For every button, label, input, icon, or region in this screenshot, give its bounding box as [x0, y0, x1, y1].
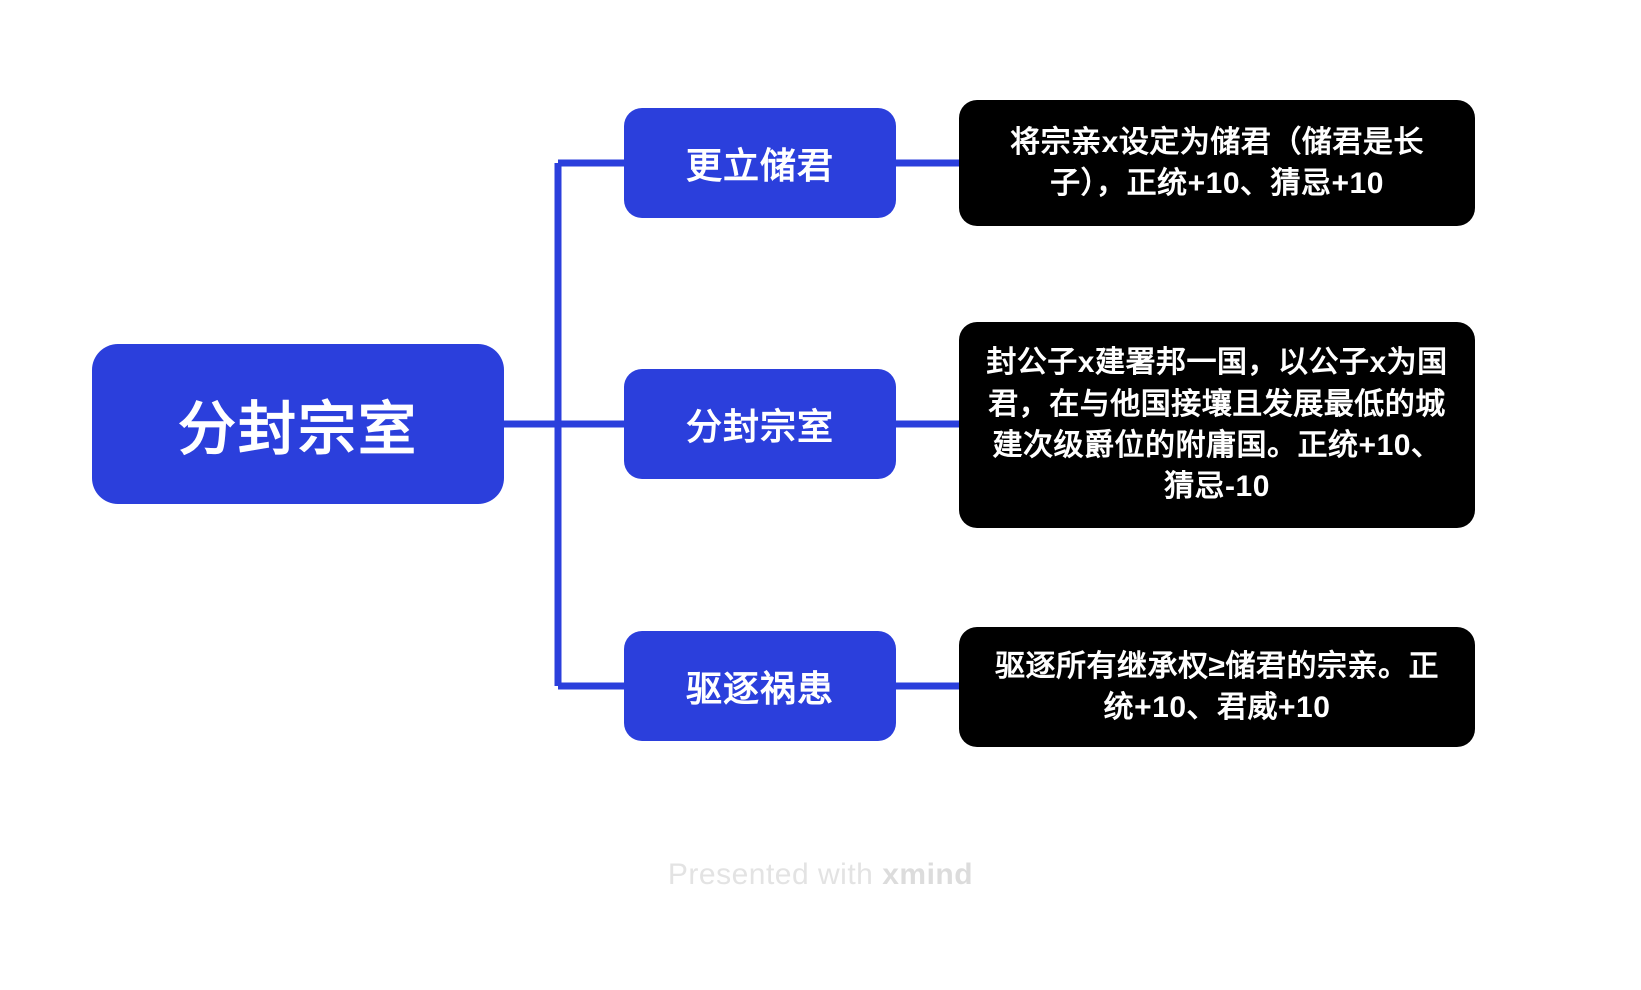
detail-node-1[interactable]: 封公子x建署邦一国，以公子x为国君，在与他国接壤且发展最低的城建次级爵位的附庸国… [959, 322, 1475, 528]
detail-node-0[interactable]: 将宗亲x设定为储君（储君是长子），正统+10、猜忌+10 [959, 100, 1475, 226]
root-node[interactable]: 分封宗室 [92, 344, 504, 504]
branch-node-0-label: 更立储君 [685, 145, 834, 186]
branch-node-2[interactable]: 驱逐祸患 [624, 631, 896, 741]
detail-node-2-text: 驱逐所有继承权≥储君的宗亲。正统+10、君威+10 [995, 649, 1439, 724]
branch-node-1-label: 分封宗室 [685, 406, 834, 447]
detail-node-0-text: 将宗亲x设定为储君（储君是长子），正统+10、猜忌+10 [1010, 125, 1424, 200]
detail-node-1-text: 封公子x建署邦一国，以公子x为国君，在与他国接壤且发展最低的城建次级爵位的附庸国… [986, 346, 1448, 504]
xmind-brand: xmind [882, 858, 974, 891]
branch-node-0[interactable]: 更立储君 [624, 108, 896, 218]
branch-node-2-label: 驱逐祸患 [685, 668, 834, 709]
detail-node-2[interactable]: 驱逐所有继承权≥储君的宗亲。正统+10、君威+10 [959, 627, 1475, 747]
footer-watermark: Presented with xmind [0, 858, 1641, 892]
root-node-label: 分封宗室 [177, 397, 418, 462]
branch-node-1[interactable]: 分封宗室 [624, 369, 896, 479]
footer-prefix: Presented with [667, 858, 883, 891]
